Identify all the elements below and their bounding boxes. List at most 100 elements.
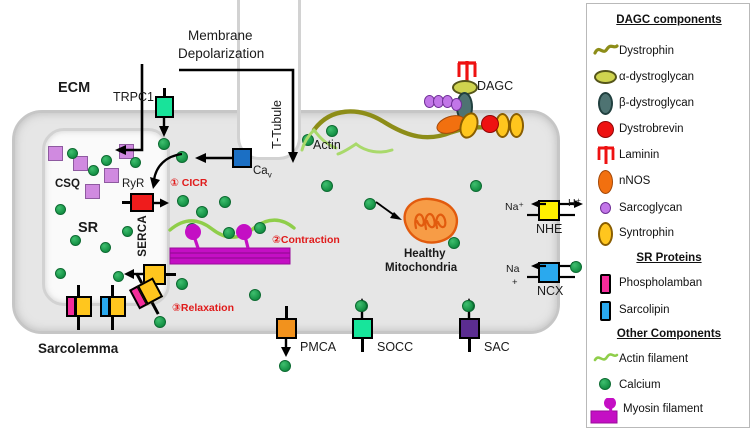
trpc1-influx-arrow — [159, 116, 169, 137]
laminin-icon — [593, 144, 619, 166]
ryr-left-stem — [122, 201, 131, 204]
membrane-depolarization-label-line1: Membrane — [188, 28, 253, 43]
calcium-ion — [570, 261, 582, 273]
beta-dystroglycan-icon — [593, 92, 619, 115]
ncx-exchanger[interactable] — [538, 262, 560, 283]
legend-label: Sarcolipin — [619, 304, 670, 316]
calcium-ion — [223, 227, 235, 239]
legend-label: β-dystroglycan — [619, 97, 695, 109]
phospholamban-icon — [593, 272, 619, 294]
nhe-exchanger[interactable] — [538, 200, 560, 221]
laminin-icon — [457, 61, 477, 83]
t-tubule — [237, 0, 301, 160]
cav-label: Cav — [253, 165, 272, 180]
csq-square — [85, 184, 100, 199]
cicr-curved-arrow — [150, 152, 183, 189]
cav-to-cytosol-arrow — [195, 153, 234, 163]
dagc-label: DAGC — [477, 79, 514, 93]
nhe-label: NHE — [536, 222, 563, 236]
calcium-ion — [154, 316, 166, 328]
calcium-ion — [355, 300, 367, 312]
ryr-channel[interactable] — [130, 193, 154, 212]
csq-label: CSQ — [55, 178, 80, 190]
ttubule-inner-arrow — [115, 64, 144, 155]
calcium-ion — [177, 195, 189, 207]
legend-panel: DAGC components Dystrophin α-dystroglyca… — [586, 3, 750, 428]
sac-label: SAC — [484, 340, 510, 354]
calcium-icon — [593, 374, 619, 396]
calcium-ion — [448, 237, 460, 249]
actin-filament-icon — [593, 348, 619, 370]
legend-item-nnos: nNOS — [593, 170, 651, 194]
dystrophin-wave-icon — [593, 40, 619, 62]
calcium-ion — [249, 289, 261, 301]
legend-label: Actin filament — [619, 353, 689, 365]
sac-channel[interactable] — [459, 318, 480, 339]
calcium-ion — [176, 278, 188, 290]
csq-square — [48, 146, 63, 161]
calcium-ion — [219, 196, 231, 208]
calcium-ion — [70, 235, 81, 246]
ecm-label: ECM — [58, 80, 91, 96]
myosin-filament — [169, 224, 291, 265]
legend-section-title-other: Other Components — [616, 328, 722, 340]
sarcolipin-icon — [593, 299, 619, 321]
sr-label: SR — [78, 220, 99, 236]
calcium-ion — [364, 198, 376, 210]
depolarization-arrow — [179, 68, 298, 163]
calcium-ion — [326, 125, 338, 137]
pmca-efflux-arrow — [281, 338, 291, 357]
socc-label: SOCC — [377, 340, 414, 354]
nnos-icon — [593, 170, 619, 194]
legend-label: Laminin — [619, 149, 660, 161]
legend-item-phospholamban: Phospholamban — [593, 272, 702, 294]
step3-relaxation-label: ③Relaxation — [172, 302, 234, 314]
legend-item-alpha-dystroglycan: α-dystroglycan — [593, 66, 694, 88]
sarcoglycan-icon — [451, 98, 462, 111]
mitochondria-uptake-arrow — [375, 201, 402, 220]
calcium-ion — [113, 271, 124, 282]
legend-label: Syntrophin — [619, 227, 674, 239]
step1-cicr-label: ① CICR — [170, 177, 208, 189]
calcium-ion — [196, 206, 208, 218]
calcium-ion — [101, 155, 112, 166]
trpc1-stem — [163, 88, 166, 102]
calcium-ion — [254, 222, 266, 234]
calcium-ion — [130, 157, 141, 168]
syntrophin-icon — [593, 222, 619, 246]
legend-label: α-dystroglycan — [619, 71, 695, 83]
ncx-label: NCX — [537, 284, 564, 298]
trpc1-channel[interactable] — [155, 96, 174, 118]
sarcolemma-label: Sarcolemma — [38, 341, 119, 356]
legend-item-myosin-filament: Myosin filament — [589, 397, 703, 424]
csq-square — [73, 156, 88, 171]
membrane-depolarization-label-line2: Depolarization — [178, 46, 265, 61]
trpc1-label: TRPC1 — [113, 90, 154, 104]
pmca-label: PMCA — [300, 340, 337, 354]
legend-label: nNOS — [619, 175, 651, 187]
dystrobrevin-icon — [593, 118, 619, 140]
calcium-ion — [470, 180, 482, 192]
ryr-release-arrow — [153, 198, 169, 208]
legend-item-beta-dystroglycan: β-dystroglycan — [593, 92, 695, 115]
nhe-na-label: Na⁺ — [505, 201, 524, 213]
step2-contraction-label: ②Contraction — [272, 234, 340, 246]
pmca-top-stem — [285, 306, 288, 318]
calcium-ion — [55, 204, 66, 215]
actin-label: Actin — [313, 138, 341, 152]
pmca-pump[interactable] — [276, 318, 297, 339]
calcium-ion — [122, 226, 133, 237]
nhe-arrows — [527, 200, 583, 217]
socc-channel[interactable] — [352, 318, 373, 339]
calcium-ion — [462, 300, 474, 312]
serca-right-stem — [166, 273, 176, 276]
calcium-ion — [279, 360, 291, 372]
calcium-ion — [158, 138, 170, 150]
legend-item-sarcoglycan: Sarcoglycan — [593, 197, 682, 219]
legend-label: Sarcoglycan — [619, 202, 683, 214]
legend-label: Phospholamban — [619, 277, 703, 289]
calcium-ion — [321, 180, 333, 192]
sarcoglycan-icon — [593, 197, 619, 219]
legend-item-calcium: Calcium — [593, 374, 661, 396]
